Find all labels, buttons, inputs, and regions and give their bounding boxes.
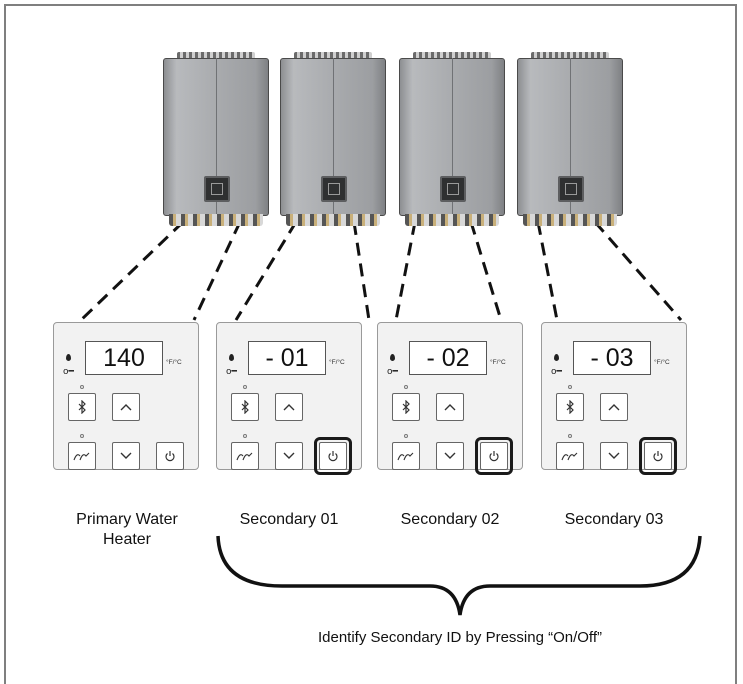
down-arrow-icon (283, 452, 295, 459)
caption-secondary-03: Secondary 03 (564, 511, 664, 528)
power-button[interactable] (480, 442, 508, 470)
bluetooth-button[interactable] (556, 393, 584, 421)
power-icon (653, 451, 663, 462)
heater-control-panel (204, 176, 230, 202)
indicator-dot (568, 385, 572, 389)
temperature-display: 140 (85, 341, 163, 375)
up-button[interactable] (436, 393, 464, 421)
control-panel-secondary-02: o━ - 02 °F/°C (377, 322, 523, 475)
key-icon: o━ (387, 367, 398, 377)
dashed-line (79, 220, 185, 322)
power-button-highlight (475, 437, 513, 475)
caption-primary: Primary Water Heater (76, 511, 178, 548)
up-arrow-icon (608, 404, 620, 411)
indicator-dot (80, 385, 84, 389)
key-icon: o━ (551, 367, 562, 377)
down-button[interactable] (436, 442, 464, 470)
caption-secondary-01: Secondary 01 (239, 511, 339, 528)
recirculation-icon (561, 452, 578, 461)
caption-secondary-02: Secondary 02 (400, 511, 500, 528)
power-button[interactable] (156, 442, 184, 470)
indicator-dot (404, 434, 408, 438)
flame-icon (554, 354, 559, 361)
dashed-line (192, 221, 242, 321)
bluetooth-icon (566, 400, 574, 414)
id-display: - 02 (409, 341, 487, 375)
recirculation-button[interactable] (556, 442, 584, 470)
recirculation-icon (397, 452, 414, 461)
down-arrow-icon (608, 452, 620, 459)
dashed-line (536, 221, 559, 321)
power-button-highlight (314, 437, 352, 475)
grouping-brace (216, 535, 702, 616)
unit-label: °F/°C (490, 359, 506, 366)
power-button[interactable] (644, 442, 672, 470)
indicator-dot (243, 434, 247, 438)
indicator-dot (80, 434, 84, 438)
power-button[interactable] (319, 442, 347, 470)
key-icon: o━ (226, 367, 237, 377)
power-icon (328, 451, 338, 462)
control-panel-secondary-01: o━ - 01 °F/°C (216, 322, 362, 475)
up-button[interactable] (275, 393, 303, 421)
up-button[interactable] (112, 393, 140, 421)
recirculation-button[interactable] (231, 442, 259, 470)
bluetooth-button[interactable] (68, 393, 96, 421)
flame-icon (229, 354, 234, 361)
bluetooth-button[interactable] (231, 393, 259, 421)
power-button-highlight (639, 437, 677, 475)
heater-control-panel (321, 176, 347, 202)
water-heater-secondary-02 (399, 52, 505, 226)
flame-icon (390, 354, 395, 361)
heater-control-panel (558, 176, 584, 202)
down-button[interactable] (275, 442, 303, 470)
key-icon: o━ (63, 367, 74, 377)
water-heater-primary (163, 52, 269, 226)
indicator-dot (568, 434, 572, 438)
down-arrow-icon (120, 452, 132, 459)
bluetooth-button[interactable] (392, 393, 420, 421)
up-arrow-icon (120, 404, 132, 411)
heater-control-panel (440, 176, 466, 202)
recirculation-button[interactable] (392, 442, 420, 470)
control-panel-primary: o━ 140 °F/°C (53, 322, 199, 470)
bluetooth-icon (78, 400, 86, 414)
unit-label: °F/°C (329, 359, 345, 366)
recirculation-icon (73, 452, 90, 461)
water-heater-secondary-03 (517, 52, 623, 226)
down-button[interactable] (112, 442, 140, 470)
power-icon (165, 451, 175, 462)
dashed-line (352, 221, 371, 321)
recirculation-icon (236, 452, 253, 461)
unit-label: °F/°C (654, 359, 670, 366)
water-heater-secondary-01 (280, 52, 386, 226)
bluetooth-icon (241, 400, 249, 414)
up-button[interactable] (600, 393, 628, 421)
dashed-line (234, 221, 298, 321)
up-arrow-icon (283, 404, 295, 411)
recirculation-button[interactable] (68, 442, 96, 470)
id-display: - 01 (248, 341, 326, 375)
bluetooth-icon (402, 400, 410, 414)
control-panel-secondary-03: o━ - 03 °F/°C (541, 322, 687, 475)
bracket-caption: Identify Secondary ID by Pressing “On/Of… (317, 629, 602, 646)
indicator-dot (243, 385, 247, 389)
dashed-line (469, 221, 503, 321)
down-arrow-icon (444, 452, 456, 459)
id-display: - 03 (573, 341, 651, 375)
indicator-dot (404, 385, 408, 389)
dashed-line (394, 221, 417, 321)
flame-icon (66, 354, 71, 361)
power-icon (489, 451, 499, 462)
up-arrow-icon (444, 404, 456, 411)
unit-label: °F/°C (166, 359, 182, 366)
down-button[interactable] (600, 442, 628, 470)
dashed-line (593, 221, 683, 321)
